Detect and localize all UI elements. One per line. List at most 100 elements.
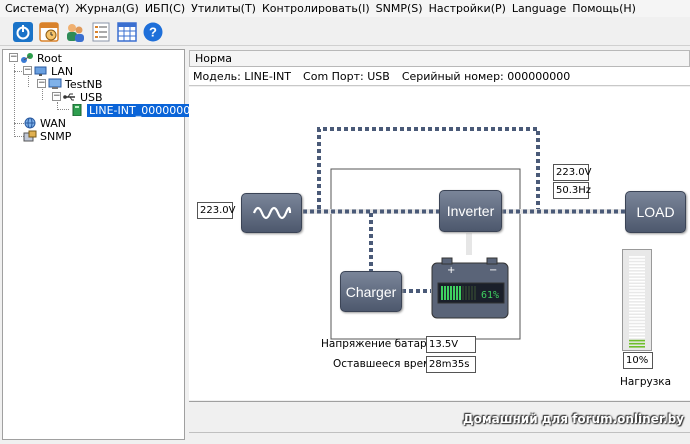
menu-utilities[interactable]: Утилиты(T) bbox=[191, 2, 256, 15]
charger-box: Charger bbox=[340, 271, 402, 312]
port-text: Com Порт: USB bbox=[303, 70, 390, 83]
load-meter-segment bbox=[629, 265, 645, 267]
battery-voltage-value: 13.5V bbox=[426, 336, 476, 353]
tree-item-wan[interactable]: WAN bbox=[23, 116, 66, 130]
expander-usb[interactable]: − bbox=[52, 91, 61, 101]
tree-item-snmp[interactable]: SNMP bbox=[23, 129, 71, 143]
expander-root[interactable]: − bbox=[9, 52, 18, 62]
menu-help[interactable]: Помощь(H) bbox=[572, 2, 636, 15]
menu-monitor[interactable]: Контролировать(I) bbox=[261, 2, 370, 15]
list-icon[interactable] bbox=[90, 21, 112, 43]
battery-bar bbox=[471, 286, 473, 300]
load-label: Нагрузка bbox=[620, 376, 672, 388]
load-meter bbox=[622, 249, 652, 351]
model-text: Модель: LINE-INT bbox=[193, 70, 292, 83]
expander-lan[interactable]: − bbox=[23, 65, 32, 75]
menu-snmp[interactable]: SNMP(S) bbox=[375, 2, 423, 15]
load-meter-segment bbox=[629, 327, 645, 329]
status-text: Норма bbox=[195, 52, 233, 65]
menu-bar: Система(Y) Журнал(G) ИБП(C) Утилиты(T) К… bbox=[0, 0, 690, 17]
load-meter-segment bbox=[629, 290, 645, 292]
watermark-text: Домашний для forum.onliner.by bbox=[462, 412, 684, 426]
load-meter-segment bbox=[629, 268, 645, 271]
tree-item-root[interactable]: Root bbox=[20, 51, 62, 65]
battery-bar bbox=[459, 286, 461, 300]
load-meter-segment bbox=[629, 339, 645, 342]
output-frequency-value: 50.3Hz bbox=[553, 182, 591, 199]
battery-bar bbox=[462, 286, 464, 300]
device-info-bar: Модель: LINE-INT Com Порт: USB Серийный … bbox=[189, 67, 690, 86]
load-meter-bars bbox=[629, 256, 645, 348]
battery-level-bars bbox=[441, 286, 476, 300]
svg-text:+: + bbox=[447, 265, 455, 276]
load-meter-segment bbox=[629, 256, 645, 258]
svg-text:−: − bbox=[489, 265, 497, 276]
help-icon[interactable]: ? bbox=[142, 21, 164, 43]
load-meter-segment bbox=[629, 259, 645, 261]
status-bar: Норма bbox=[189, 50, 690, 67]
load-meter-segment bbox=[629, 330, 645, 333]
load-meter-segment bbox=[629, 318, 645, 320]
tree-item-usb[interactable]: USB bbox=[63, 90, 103, 104]
load-meter-segment bbox=[629, 346, 645, 348]
load-meter-segment bbox=[629, 280, 645, 283]
load-meter-segment bbox=[629, 333, 645, 336]
load-meter-segment bbox=[629, 293, 645, 295]
load-meter-segment bbox=[629, 262, 645, 264]
power-icon[interactable] bbox=[12, 21, 34, 43]
battery-bar bbox=[468, 286, 470, 300]
battery-percent-text: 61% bbox=[481, 290, 499, 301]
tree-label-wan: WAN bbox=[40, 116, 67, 130]
remaining-time-value: 28m35s bbox=[426, 356, 476, 373]
battery-bar bbox=[447, 286, 449, 300]
load-meter-segment bbox=[629, 321, 645, 323]
battery-bar bbox=[465, 286, 467, 300]
menu-log[interactable]: Журнал(G) bbox=[75, 2, 139, 15]
sine-wave-icon bbox=[252, 206, 291, 220]
schedule-icon[interactable] bbox=[38, 21, 60, 43]
load-meter-segment bbox=[629, 336, 645, 339]
network-icon bbox=[20, 52, 34, 64]
tree-label-root: Root bbox=[37, 51, 62, 65]
menu-ups[interactable]: ИБП(C) bbox=[144, 2, 186, 15]
users-icon[interactable] bbox=[64, 21, 86, 43]
tree-item-lan[interactable]: LAN bbox=[34, 64, 73, 78]
menu-system[interactable]: Система(Y) bbox=[5, 2, 70, 15]
tree-label-host: TestNB bbox=[65, 77, 103, 91]
load-meter-segment bbox=[629, 308, 645, 311]
table-icon[interactable] bbox=[116, 21, 138, 43]
lan-icon bbox=[34, 65, 48, 77]
menu-settings[interactable]: Настройки(P) bbox=[428, 2, 506, 15]
load-meter-segment bbox=[629, 277, 645, 280]
bottom-panel bbox=[189, 401, 690, 433]
tree-label-device: LINE-INT_000000000 bbox=[87, 103, 207, 117]
load-meter-segment bbox=[629, 324, 645, 326]
load-meter-segment bbox=[629, 315, 645, 317]
battery-bar bbox=[456, 286, 458, 300]
load-meter-segment bbox=[629, 302, 645, 305]
wan-icon bbox=[23, 117, 37, 129]
battery-bar bbox=[444, 286, 446, 300]
tree-label-lan: LAN bbox=[51, 64, 74, 78]
input-voltage-value: 223.0V bbox=[197, 202, 235, 219]
remaining-time-label: Оставшееся время bbox=[333, 358, 438, 370]
serial-text: Серийный номер: 000000000 bbox=[401, 70, 571, 83]
load-box: LOAD bbox=[625, 191, 686, 233]
battery-bar bbox=[450, 286, 452, 300]
expander-host[interactable]: − bbox=[37, 78, 46, 88]
load-meter-segment bbox=[629, 284, 645, 286]
usb-icon bbox=[63, 91, 77, 103]
load-percent-value: 10% bbox=[623, 352, 653, 369]
tree-label-snmp: SNMP bbox=[40, 129, 72, 143]
ups-diagram: + − 61% Inverter Charger LOAD 223.0V 223… bbox=[189, 87, 690, 400]
load-meter-segment bbox=[629, 274, 645, 277]
svg-text:?: ? bbox=[149, 24, 157, 39]
menu-language[interactable]: Language bbox=[511, 2, 567, 15]
tree-item-host[interactable]: TestNB bbox=[48, 77, 102, 91]
load-meter-segment bbox=[629, 299, 645, 302]
tree-item-device[interactable]: LINE-INT_000000000 bbox=[70, 103, 207, 117]
battery-bar bbox=[453, 286, 455, 300]
load-meter-segment bbox=[629, 342, 645, 345]
battery-bar bbox=[474, 286, 476, 300]
load-meter-segment bbox=[629, 305, 645, 308]
